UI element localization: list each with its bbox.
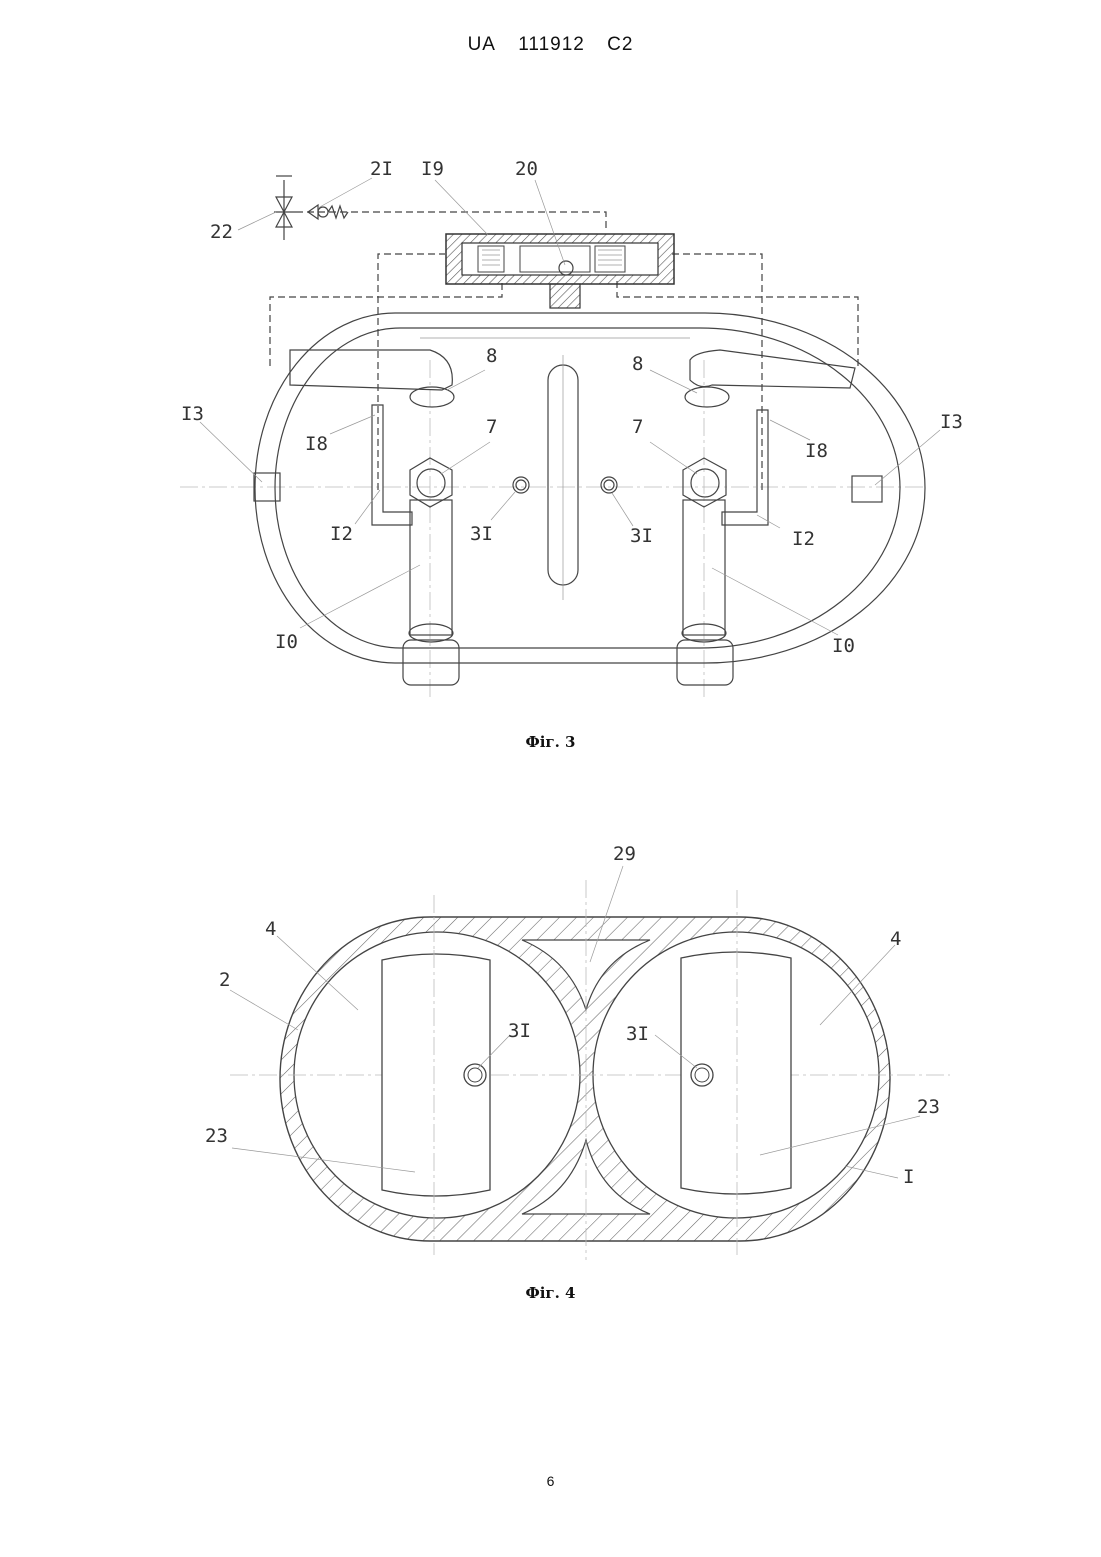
label-7-right: 7 [632,416,643,438]
figure-4-caption: Фiг. 4 [0,1284,1101,1302]
patent-kind: C2 [607,34,633,55]
figure-4-drawing: 29 4 4 2 3I 3I 23 23 I [0,830,1101,1260]
label-19: I9 [421,158,444,180]
page-number: 6 [0,1473,1101,1489]
label-31-left: 3I [470,523,493,545]
label-1: I [903,1166,914,1188]
label-10-left: I0 [275,631,298,653]
label-13-left: I3 [181,403,204,425]
label-20: 20 [515,158,538,180]
label-7-left: 7 [486,416,497,438]
figure-3-caption: Фiг. 3 [0,733,1101,751]
label-18-right: I8 [805,440,828,462]
patent-header: UA 111912 C2 [0,34,1101,56]
patent-number: 111912 [518,34,585,55]
label-4-right: 4 [890,928,901,950]
label-8-left: 8 [486,345,497,367]
label-31-left: 3I [508,1020,531,1042]
label-23-right: 23 [917,1096,940,1118]
label-4-left: 4 [265,918,276,940]
label-10-right: I0 [832,635,855,657]
label-18-left: I8 [305,433,328,455]
patent-country: UA [468,34,496,55]
label-22: 22 [210,221,233,243]
label-23-left: 23 [205,1125,228,1147]
label-31-right: 3I [630,525,653,547]
label-12-right: I2 [792,528,815,550]
label-31-right: 3I [626,1023,649,1045]
label-13-right: I3 [940,411,963,433]
label-29: 29 [613,843,636,865]
label-2: 2 [219,969,230,991]
label-12-left: I2 [330,523,353,545]
figure-3-drawing: 2I I9 20 22 8 8 I3 I3 7 7 I8 I8 I2 I2 3I… [0,150,1101,710]
label-21: 2I [370,158,393,180]
label-8-right: 8 [632,353,643,375]
